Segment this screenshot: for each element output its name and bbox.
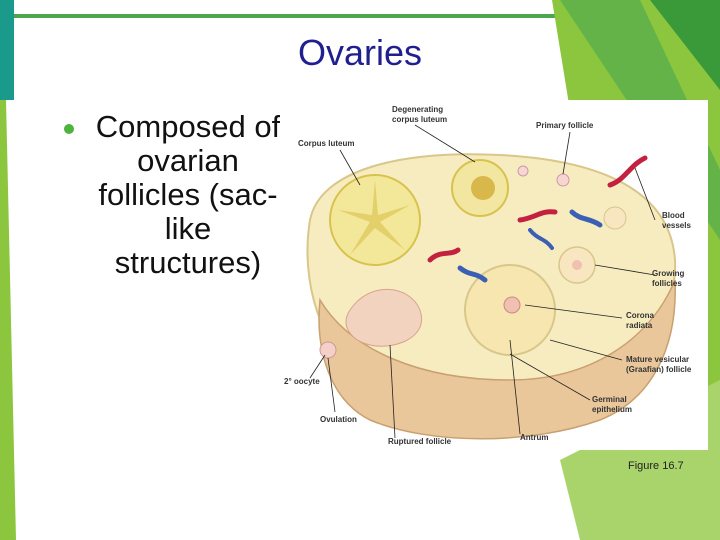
label-germinal-2: epithelium	[592, 405, 632, 414]
label-germinal-1: Germinal	[592, 395, 627, 404]
growing-oocyte	[572, 260, 582, 270]
label-ovulation: Ovulation	[320, 415, 357, 424]
primary-follicle-shape-2	[518, 166, 528, 176]
degenerating-center	[471, 176, 495, 200]
label-growing-1: Growing	[652, 269, 685, 278]
left-green-sliver	[0, 100, 16, 540]
slide-title: Ovaries	[240, 32, 480, 74]
growing-follicle-small	[604, 207, 626, 229]
label-blood-2: vessels	[662, 221, 691, 230]
ovary-diagram: Degenerating corpus luteum Corpus luteum…	[280, 100, 708, 450]
left-teal-bar	[0, 0, 14, 100]
mature-oocyte	[504, 297, 520, 313]
ovulated-oocyte	[320, 342, 336, 358]
label-corona-2: radiata	[626, 321, 653, 330]
bullet-text: Composed of ovarian follicles (sac-like …	[88, 110, 288, 280]
label-ruptured-follicle: Ruptured follicle	[388, 437, 452, 446]
label-oocyte: 2° oocyte	[284, 377, 320, 386]
label-degenerating-2: corpus luteum	[392, 115, 447, 124]
label-degenerating-1: Degenerating	[392, 105, 443, 114]
bullet-dot-icon	[64, 124, 74, 134]
label-primary-follicle: Primary follicle	[536, 121, 594, 130]
label-corona-1: Corona	[626, 311, 655, 320]
figure-caption: Figure 16.7	[628, 460, 684, 472]
label-blood-1: Blood	[662, 211, 685, 220]
label-growing-2: follicles	[652, 279, 682, 288]
label-mature-2: (Graafian) follicle	[626, 365, 692, 374]
label-mature-1: Mature vesicular	[626, 355, 689, 364]
primary-follicle-shape	[557, 174, 569, 186]
label-antrum: Antrum	[520, 433, 548, 442]
label-corpus-luteum: Corpus luteum	[298, 139, 354, 148]
